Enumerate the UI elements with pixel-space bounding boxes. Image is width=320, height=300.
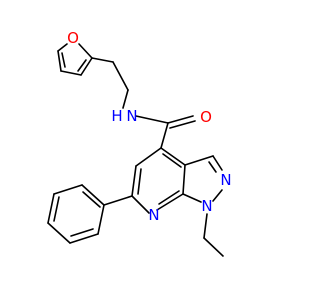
pyrazole-n2-label: N [220, 171, 231, 189]
bond-c6-phenyl [103, 195, 133, 206]
bond-c4-c5-double [61, 52, 66, 68]
structure-diagram: O N H O N N N [47, 29, 232, 257]
bond-ch2-n [122, 89, 129, 109]
bond-ph-2-3-double [70, 228, 94, 237]
bond-furan-ch2 [91, 57, 114, 63]
bond-n1-c7a [182, 193, 202, 203]
bond-ph-2-3 [69, 233, 99, 244]
bond-c2-c3-double [77, 59, 87, 72]
bond-c-o-1 [167, 115, 194, 124]
bond-ph-1-2 [97, 204, 105, 235]
bond-c6-c5-double [137, 168, 142, 195]
bond-c4-c3a-double [162, 153, 182, 168]
amide-nitrogen-label: N [126, 107, 137, 125]
amide-hydrogen-label: H [111, 107, 122, 125]
bond-ph-3-4 [47, 222, 71, 244]
bond-c4-c3a [160, 147, 186, 166]
bond-c3-n2 [212, 155, 223, 171]
bond-c3-c4 [60, 70, 82, 76]
bond-c2-c3 [80, 57, 93, 76]
bond-c7a-n7 [156, 193, 184, 211]
bond-c7a-n7-double [158, 190, 180, 205]
bond-n2-n1 [212, 189, 223, 202]
bond-n1-ch2 [203, 213, 208, 239]
bond-c6-c5 [131, 165, 137, 197]
furan-oxygen-label: O [67, 29, 79, 47]
bond-ph-4-5 [47, 193, 55, 224]
bond-ph-6-1 [81, 184, 105, 206]
bond-ch2-ch2b [112, 61, 129, 91]
bond-c4-c5 [57, 50, 62, 72]
methylene-linker [91, 57, 129, 109]
pyrazole-ring [182, 155, 223, 203]
bond-c5-c4 [135, 147, 162, 167]
bond-c-o-2 [169, 120, 196, 129]
phenyl-ring [47, 184, 133, 244]
bond-c3a-c3 [184, 155, 214, 166]
pyrazole-n1-label: N [201, 197, 212, 215]
bond-ph-4-5-double [53, 196, 60, 222]
carbonyl-oxygen-label: O [200, 108, 212, 126]
bond-n7-c6 [131, 195, 150, 214]
bond-carbonyl-c4 [160, 122, 169, 149]
ethyl-group [203, 213, 224, 257]
bond-ph-6-1-double [82, 191, 101, 208]
amide-group [135, 115, 196, 149]
bond-n-carbonyl-c [135, 115, 169, 124]
molecule-canvas: O N H O N N N [47, 29, 232, 257]
bond-c3-n2-double [208, 161, 217, 173]
bond-o-c2 [78, 43, 93, 59]
furan-ring [57, 43, 93, 76]
bond-c3a-c7a [182, 164, 186, 195]
bond-ph-5-6 [53, 184, 83, 195]
pyridine-n7-label: N [148, 206, 159, 224]
bond-ch2-ch3 [203, 237, 224, 257]
bond-c5-o [57, 43, 68, 52]
pyridine-ring [131, 147, 186, 214]
